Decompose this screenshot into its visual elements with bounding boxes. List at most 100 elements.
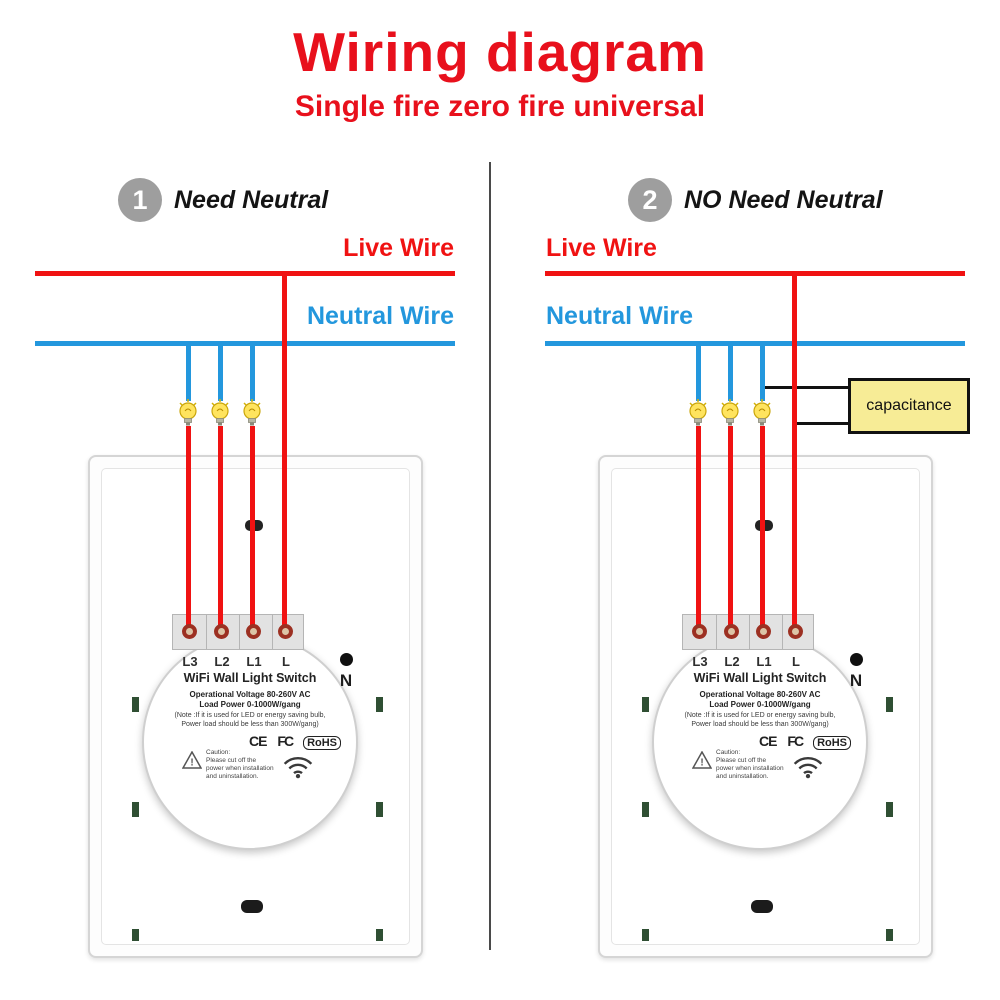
live-drop-wire	[281, 271, 287, 630]
mounting-clip	[132, 697, 139, 712]
terminal-screw-l3	[182, 624, 197, 639]
terminal-screw-l1	[756, 624, 771, 639]
svg-text:!: !	[190, 758, 193, 769]
terminal-label-l: L	[792, 654, 800, 669]
terminal-screw-l2	[214, 624, 229, 639]
terminal-label-l: L	[282, 654, 290, 669]
smart-switch-device: L3 L2 L1 L N WiFi Wall Light Switch Oper…	[88, 455, 423, 958]
neutral-wire-line	[545, 341, 965, 346]
warning-triangle-icon: !	[182, 751, 202, 769]
light-bulb-icon	[179, 399, 197, 426]
module-spec-power: Load Power 0-1000W/gang	[199, 700, 301, 709]
step-number-badge: 2	[628, 178, 672, 222]
neutral-drop-wire	[727, 341, 733, 401]
terminal-screw-l1	[246, 624, 261, 639]
caution-title: Caution:	[716, 749, 741, 756]
terminal-label-l2: L2	[214, 654, 230, 669]
mounting-clip	[132, 802, 139, 817]
neutral-drop-wire	[217, 341, 223, 401]
mounting-clip	[886, 802, 893, 817]
page-subtitle: Single fire zero fire universal	[294, 90, 706, 123]
light-bulb-icon	[721, 399, 739, 426]
neutral-terminal-label: N	[339, 671, 353, 690]
light-bulb-icon	[211, 399, 229, 426]
caution-line2: power when installation	[206, 765, 274, 772]
live-wire-label: Live Wire	[343, 234, 454, 262]
neutral-drop-wire	[695, 341, 701, 401]
module-spec-voltage: Operational Voltage 80-260V AC	[189, 690, 311, 699]
capacitor-wire-top	[764, 386, 850, 389]
light-bulb-icon	[689, 399, 707, 426]
mounting-clip	[642, 929, 649, 941]
module-note-line1: (Note :If it is used for LED or energy s…	[174, 712, 326, 719]
terminal-screw-l3	[692, 624, 707, 639]
terminal-label-l2: L2	[724, 654, 740, 669]
lamp-wire	[185, 426, 191, 630]
caution-line2: power when installation	[716, 765, 784, 772]
mounting-clip	[886, 929, 893, 941]
fcc-mark: FC	[277, 733, 294, 749]
panel-heading: NO Need Neutral	[684, 186, 883, 214]
rohs-mark: RoHS	[303, 736, 342, 750]
step-number-badge: 1	[118, 178, 162, 222]
panel-need-neutral: 1 Need Neutral Live Wire Neutral Wire L3…	[0, 160, 490, 1000]
neutral-wire-label: Neutral Wire	[306, 302, 454, 330]
neutral-terminal-dot	[850, 653, 863, 666]
light-bulb-icon	[753, 399, 771, 426]
neutral-wire-line	[35, 341, 455, 346]
neutral-wire-label: Neutral Wire	[546, 302, 694, 330]
page-title: Wiring diagram	[293, 21, 707, 83]
caution-line3: and uninstallation.	[206, 773, 259, 780]
mounting-clip	[886, 697, 893, 712]
svg-text:!: !	[700, 758, 703, 769]
live-wire-line	[35, 271, 455, 276]
ce-mark: CE	[248, 733, 267, 749]
certification-row: CE FC RoHS	[740, 733, 870, 750]
fcc-mark: FC	[787, 733, 804, 749]
warning-triangle-icon: !	[692, 751, 712, 769]
terminal-label-l3: L3	[692, 654, 708, 669]
caution-line1: Please cut off the	[206, 757, 257, 764]
device-bottom-button	[751, 900, 773, 913]
caution-line1: Please cut off the	[716, 757, 767, 764]
capacitor-wire-bottom	[794, 422, 850, 425]
light-bulb-icon	[243, 399, 261, 426]
lamp-wire	[759, 426, 765, 630]
device-bottom-button	[241, 900, 263, 913]
module-note-line1: (Note :If it is used for LED or energy s…	[684, 712, 836, 719]
mounting-clip	[376, 929, 383, 941]
live-wire-line	[545, 271, 965, 276]
module-note-line2: Power load should be less than 300W/gang…	[691, 721, 829, 728]
capacitance-box: capacitance	[848, 378, 970, 434]
lamp-wire	[695, 426, 701, 630]
mounting-clip	[642, 802, 649, 817]
neutral-drop-wire	[185, 341, 191, 401]
panel-heading: Need Neutral	[174, 186, 329, 214]
lamp-wire	[727, 426, 733, 630]
ce-mark: CE	[758, 733, 777, 749]
neutral-drop-wire	[249, 341, 255, 401]
terminal-label-l1: L1	[756, 654, 772, 669]
terminal-screw-l	[278, 624, 293, 639]
mounting-clip	[376, 697, 383, 712]
certification-row: CE FC RoHS	[230, 733, 360, 750]
neutral-drop-wire	[759, 341, 765, 401]
lamp-wire	[249, 426, 255, 630]
module-title: WiFi Wall Light Switch	[183, 671, 317, 685]
mounting-clip	[642, 697, 649, 712]
terminal-label-l3: L3	[182, 654, 198, 669]
module-title: WiFi Wall Light Switch	[693, 671, 827, 685]
caution-title: Caution:	[206, 749, 231, 756]
neutral-terminal-dot	[340, 653, 353, 666]
lamp-wire	[217, 426, 223, 630]
live-wire-label: Live Wire	[546, 234, 657, 262]
live-drop-wire	[791, 271, 797, 630]
switch-module-circle	[142, 634, 358, 850]
caution-note: ! Caution: Please cut off the power when…	[182, 749, 274, 781]
wifi-icon	[793, 757, 823, 779]
panel-divider	[489, 162, 491, 950]
module-spec-voltage: Operational Voltage 80-260V AC	[699, 690, 821, 699]
smart-switch-device: L3 L2 L1 L N WiFi Wall Light Switch Oper…	[598, 455, 933, 958]
module-note-line2: Power load should be less than 300W/gang…	[181, 721, 319, 728]
